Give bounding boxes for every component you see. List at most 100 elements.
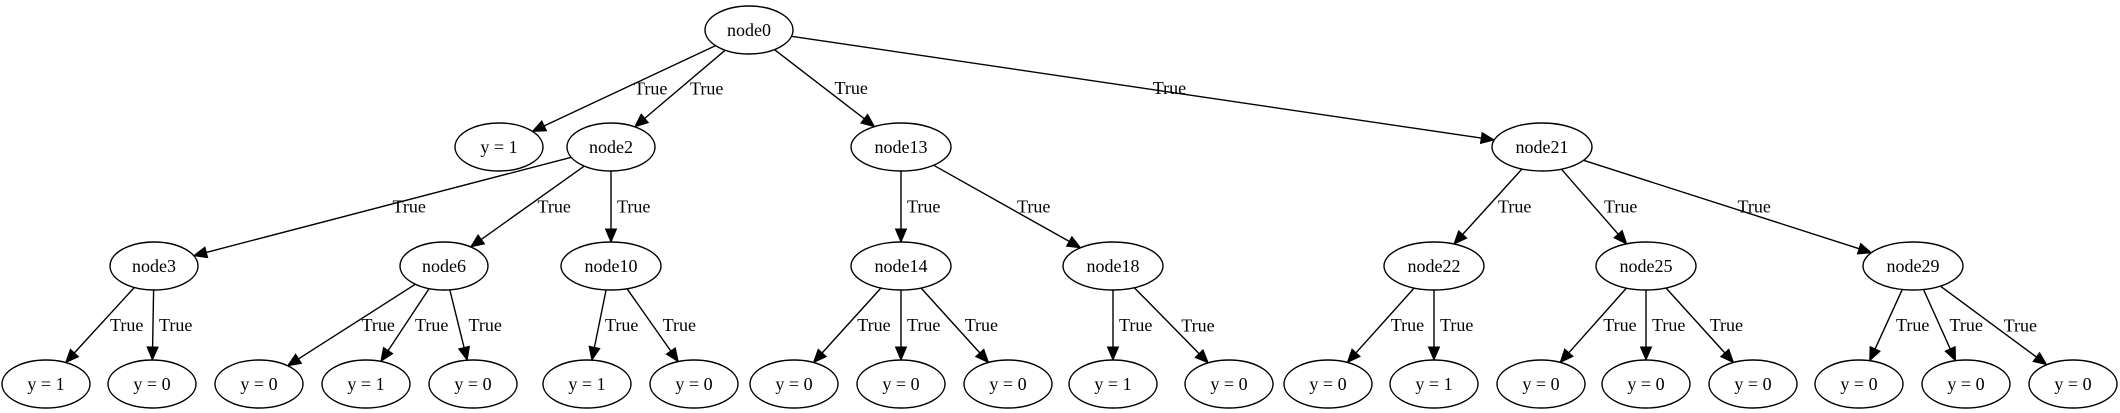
- node-ellipse: [1068, 359, 1158, 409]
- edge-layer: [64, 35, 2048, 367]
- node-ellipse: [1601, 359, 1691, 409]
- tree-node-node22: node22: [1383, 241, 1485, 291]
- node-ellipse: [704, 5, 794, 55]
- node-label: y = 1: [480, 137, 517, 157]
- edge-label: True: [362, 315, 395, 335]
- node-ellipse: [214, 359, 304, 409]
- arrowhead-icon: [469, 233, 486, 248]
- node-label: y = 0: [1210, 374, 1247, 394]
- edge-label: True: [1391, 315, 1424, 335]
- edge-node22-leaf23: [1355, 287, 1415, 354]
- edge-node29-leaf31: [1922, 289, 1951, 350]
- node-label: y = 0: [1840, 374, 1877, 394]
- arrowhead-icon: [1719, 348, 1735, 364]
- edge-node0-node21: [791, 35, 1482, 139]
- arrowhead-icon: [604, 228, 618, 244]
- node-label: node13: [875, 137, 928, 157]
- node-ellipse: [109, 241, 199, 291]
- node-label: y = 1: [347, 374, 384, 394]
- edge-label: True: [907, 197, 940, 217]
- node-ellipse: [850, 122, 952, 172]
- tree-node-node21: node21: [1491, 122, 1593, 172]
- leaf-node: y = 0: [1921, 359, 2011, 409]
- node-ellipse: [454, 122, 544, 172]
- edge-label: True: [1119, 315, 1152, 335]
- node-label: y = 0: [1734, 374, 1771, 394]
- edge-label: True: [538, 197, 571, 217]
- node-ellipse: [399, 241, 489, 291]
- node-ellipse: [428, 359, 518, 409]
- edge-node10-leaf12: [626, 288, 672, 352]
- node-label: y = 0: [1309, 374, 1346, 394]
- node-label: y = 1: [1415, 374, 1452, 394]
- edge-label: True: [835, 78, 868, 98]
- leaf-node: y = 1: [542, 359, 632, 409]
- edge-label: True: [857, 315, 890, 335]
- arrowhead-icon: [894, 346, 908, 362]
- node-label: node3: [132, 256, 176, 276]
- arrowhead-icon: [1559, 348, 1574, 364]
- arrowhead-icon: [1639, 346, 1653, 362]
- edge-node0-leaf1: [543, 44, 716, 127]
- leaf-node: y = 0: [107, 359, 197, 409]
- leaf-node: y = 0: [1601, 359, 1691, 409]
- leaf-node: y = 1: [1068, 359, 1158, 409]
- leaf-node: y = 1: [321, 359, 411, 409]
- edge-node13-node18: [933, 164, 1070, 243]
- node-label: node6: [422, 256, 466, 276]
- node-ellipse: [1491, 122, 1593, 172]
- node-ellipse: [1062, 241, 1164, 291]
- node-label: node0: [727, 20, 771, 40]
- arrowhead-icon: [1856, 242, 1873, 255]
- edge-label: True: [1181, 315, 1214, 335]
- node-label: node25: [1620, 256, 1673, 276]
- arrowhead-icon: [665, 346, 679, 363]
- edge-label: True: [1153, 78, 1186, 98]
- edge-node25-leaf26: [1568, 287, 1627, 354]
- arrowhead-icon: [633, 113, 650, 128]
- edge-node29-leaf32: [1939, 285, 2037, 358]
- edge-node25-leaf28: [1665, 287, 1726, 354]
- arrowhead-icon: [1479, 131, 1496, 145]
- edge-node10-leaf11: [593, 289, 607, 348]
- leaf-node: y = 0: [1283, 359, 1373, 409]
- edge-label: True: [605, 315, 638, 335]
- edge-node6-leaf9: [449, 289, 465, 348]
- arrowhead-icon: [457, 345, 471, 362]
- node-label: y = 0: [2054, 374, 2091, 394]
- node-label: y = 0: [989, 374, 1026, 394]
- edge-label: True: [690, 79, 723, 99]
- edge-label: True: [1710, 315, 1743, 335]
- arrowhead-icon: [1106, 346, 1120, 362]
- edge-node21-node25: [1560, 168, 1619, 235]
- edge-node0-node13: [773, 49, 865, 120]
- edge-label: True: [965, 315, 998, 335]
- node-label: y = 0: [133, 374, 170, 394]
- edge-label: True: [1652, 315, 1685, 335]
- edge-node6-leaf8: [387, 288, 430, 351]
- node-label: y = 0: [675, 374, 712, 394]
- node-ellipse: [107, 359, 197, 409]
- node-label: y = 0: [882, 374, 919, 394]
- leaf-node: y = 1: [1389, 359, 1479, 409]
- edge-label: True: [159, 315, 192, 335]
- node-label: node14: [875, 256, 928, 276]
- node-ellipse: [1, 359, 91, 409]
- node-ellipse: [1595, 241, 1697, 291]
- tree-node-node6: node6: [399, 241, 489, 291]
- edge-label: True: [1950, 315, 1983, 335]
- node-label: node22: [1408, 256, 1461, 276]
- edge-node14-leaf15: [821, 287, 882, 354]
- tree-node-node13: node13: [850, 122, 952, 172]
- node-label: y = 0: [1627, 374, 1664, 394]
- node-ellipse: [749, 359, 839, 409]
- node-label: y = 1: [1094, 374, 1131, 394]
- node-ellipse: [1814, 359, 1904, 409]
- arrowhead-icon: [64, 348, 80, 364]
- leaf-node: y = 0: [1184, 359, 1274, 409]
- tree-node-node29: node29: [1862, 241, 1964, 291]
- node-ellipse: [649, 359, 739, 409]
- node-ellipse: [2028, 359, 2118, 409]
